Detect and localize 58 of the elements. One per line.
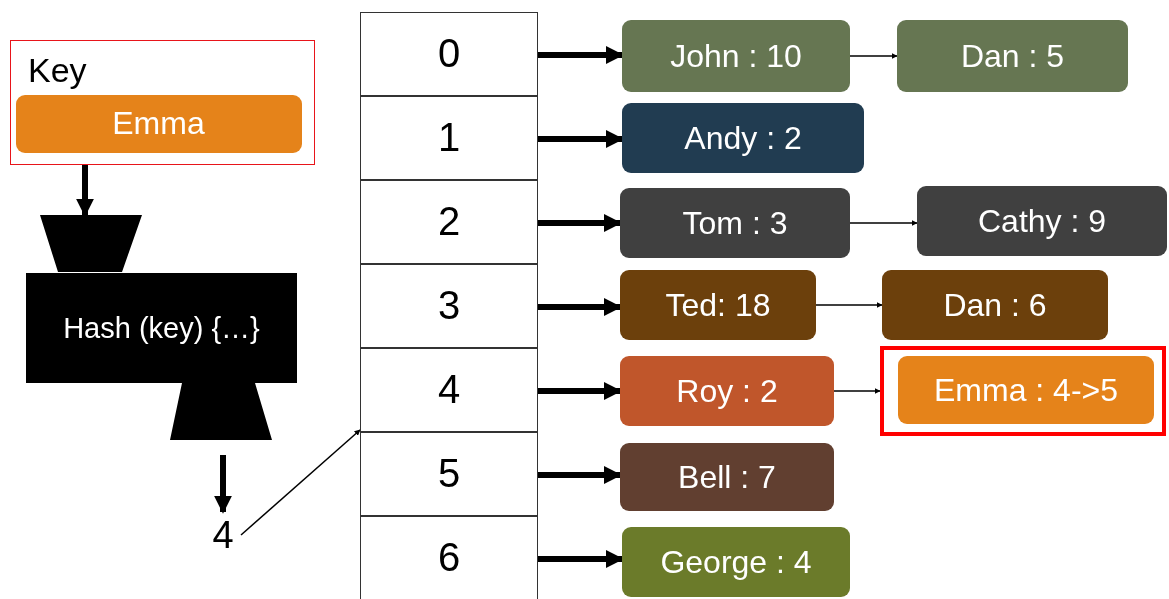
node-text: Hash (key) {…}: [62, 310, 261, 346]
table-cell: [360, 179, 538, 264]
arrow: [538, 298, 622, 316]
node-text: Tom : 3: [682, 204, 788, 242]
arrow: [538, 550, 624, 568]
node-text: 0: [437, 31, 461, 76]
node-text: Dan : 6: [943, 286, 1047, 324]
entry-box: [15, 94, 302, 153]
node-text: Roy : 2: [676, 372, 778, 410]
arrow: [538, 214, 622, 232]
entry-box: [622, 527, 850, 597]
arrow: [815, 302, 883, 308]
arrow: [538, 46, 624, 64]
node-text: 4: [437, 367, 461, 412]
arrow: [214, 455, 232, 514]
node-text: Andy : 2: [684, 119, 802, 157]
node-text: John : 10: [670, 37, 802, 75]
node-text: Cathy : 9: [977, 202, 1107, 240]
table-cell: [360, 95, 538, 180]
entry-box: [620, 188, 850, 258]
node-text: 1: [437, 115, 461, 160]
entry-box: [622, 103, 864, 173]
arrow: [538, 130, 624, 148]
node-text: 5: [437, 451, 461, 496]
table-cell: [360, 263, 538, 348]
highlight-box: [880, 346, 1166, 436]
node-text: 2: [437, 199, 461, 244]
entry-box: [882, 270, 1108, 340]
hash-function-box: [26, 215, 297, 440]
entry-box: [622, 20, 850, 92]
entry-box: [620, 270, 816, 340]
node-text: 6: [437, 535, 461, 580]
node-text: Emma : 4->5: [933, 371, 1119, 409]
entry-box: [898, 356, 1154, 424]
entry-box: [917, 186, 1167, 256]
entry-box: [620, 443, 834, 511]
arrow: [76, 165, 94, 217]
arrow: [538, 466, 622, 484]
table-cell: [360, 11, 538, 96]
arrow: [240, 429, 361, 536]
node-text: 4: [212, 513, 234, 557]
table-cell: [360, 347, 538, 432]
entry-box: [897, 20, 1128, 92]
node-text: Emma: [112, 105, 205, 142]
table-cell: [360, 515, 538, 599]
arrow: [849, 53, 898, 59]
entry-box: [620, 356, 834, 426]
node-text: George : 4: [660, 543, 812, 581]
node-text: Ted: 18: [665, 286, 771, 324]
table-cell: [360, 431, 538, 516]
key-box: [10, 40, 315, 165]
arrow: [538, 382, 622, 400]
arrow: [833, 388, 881, 394]
node-text: Key: [28, 51, 87, 90]
arrow: [849, 220, 918, 226]
node-text: Dan : 5: [960, 37, 1065, 75]
node-text: 3: [437, 283, 461, 328]
node-text: Bell : 7: [678, 458, 776, 496]
